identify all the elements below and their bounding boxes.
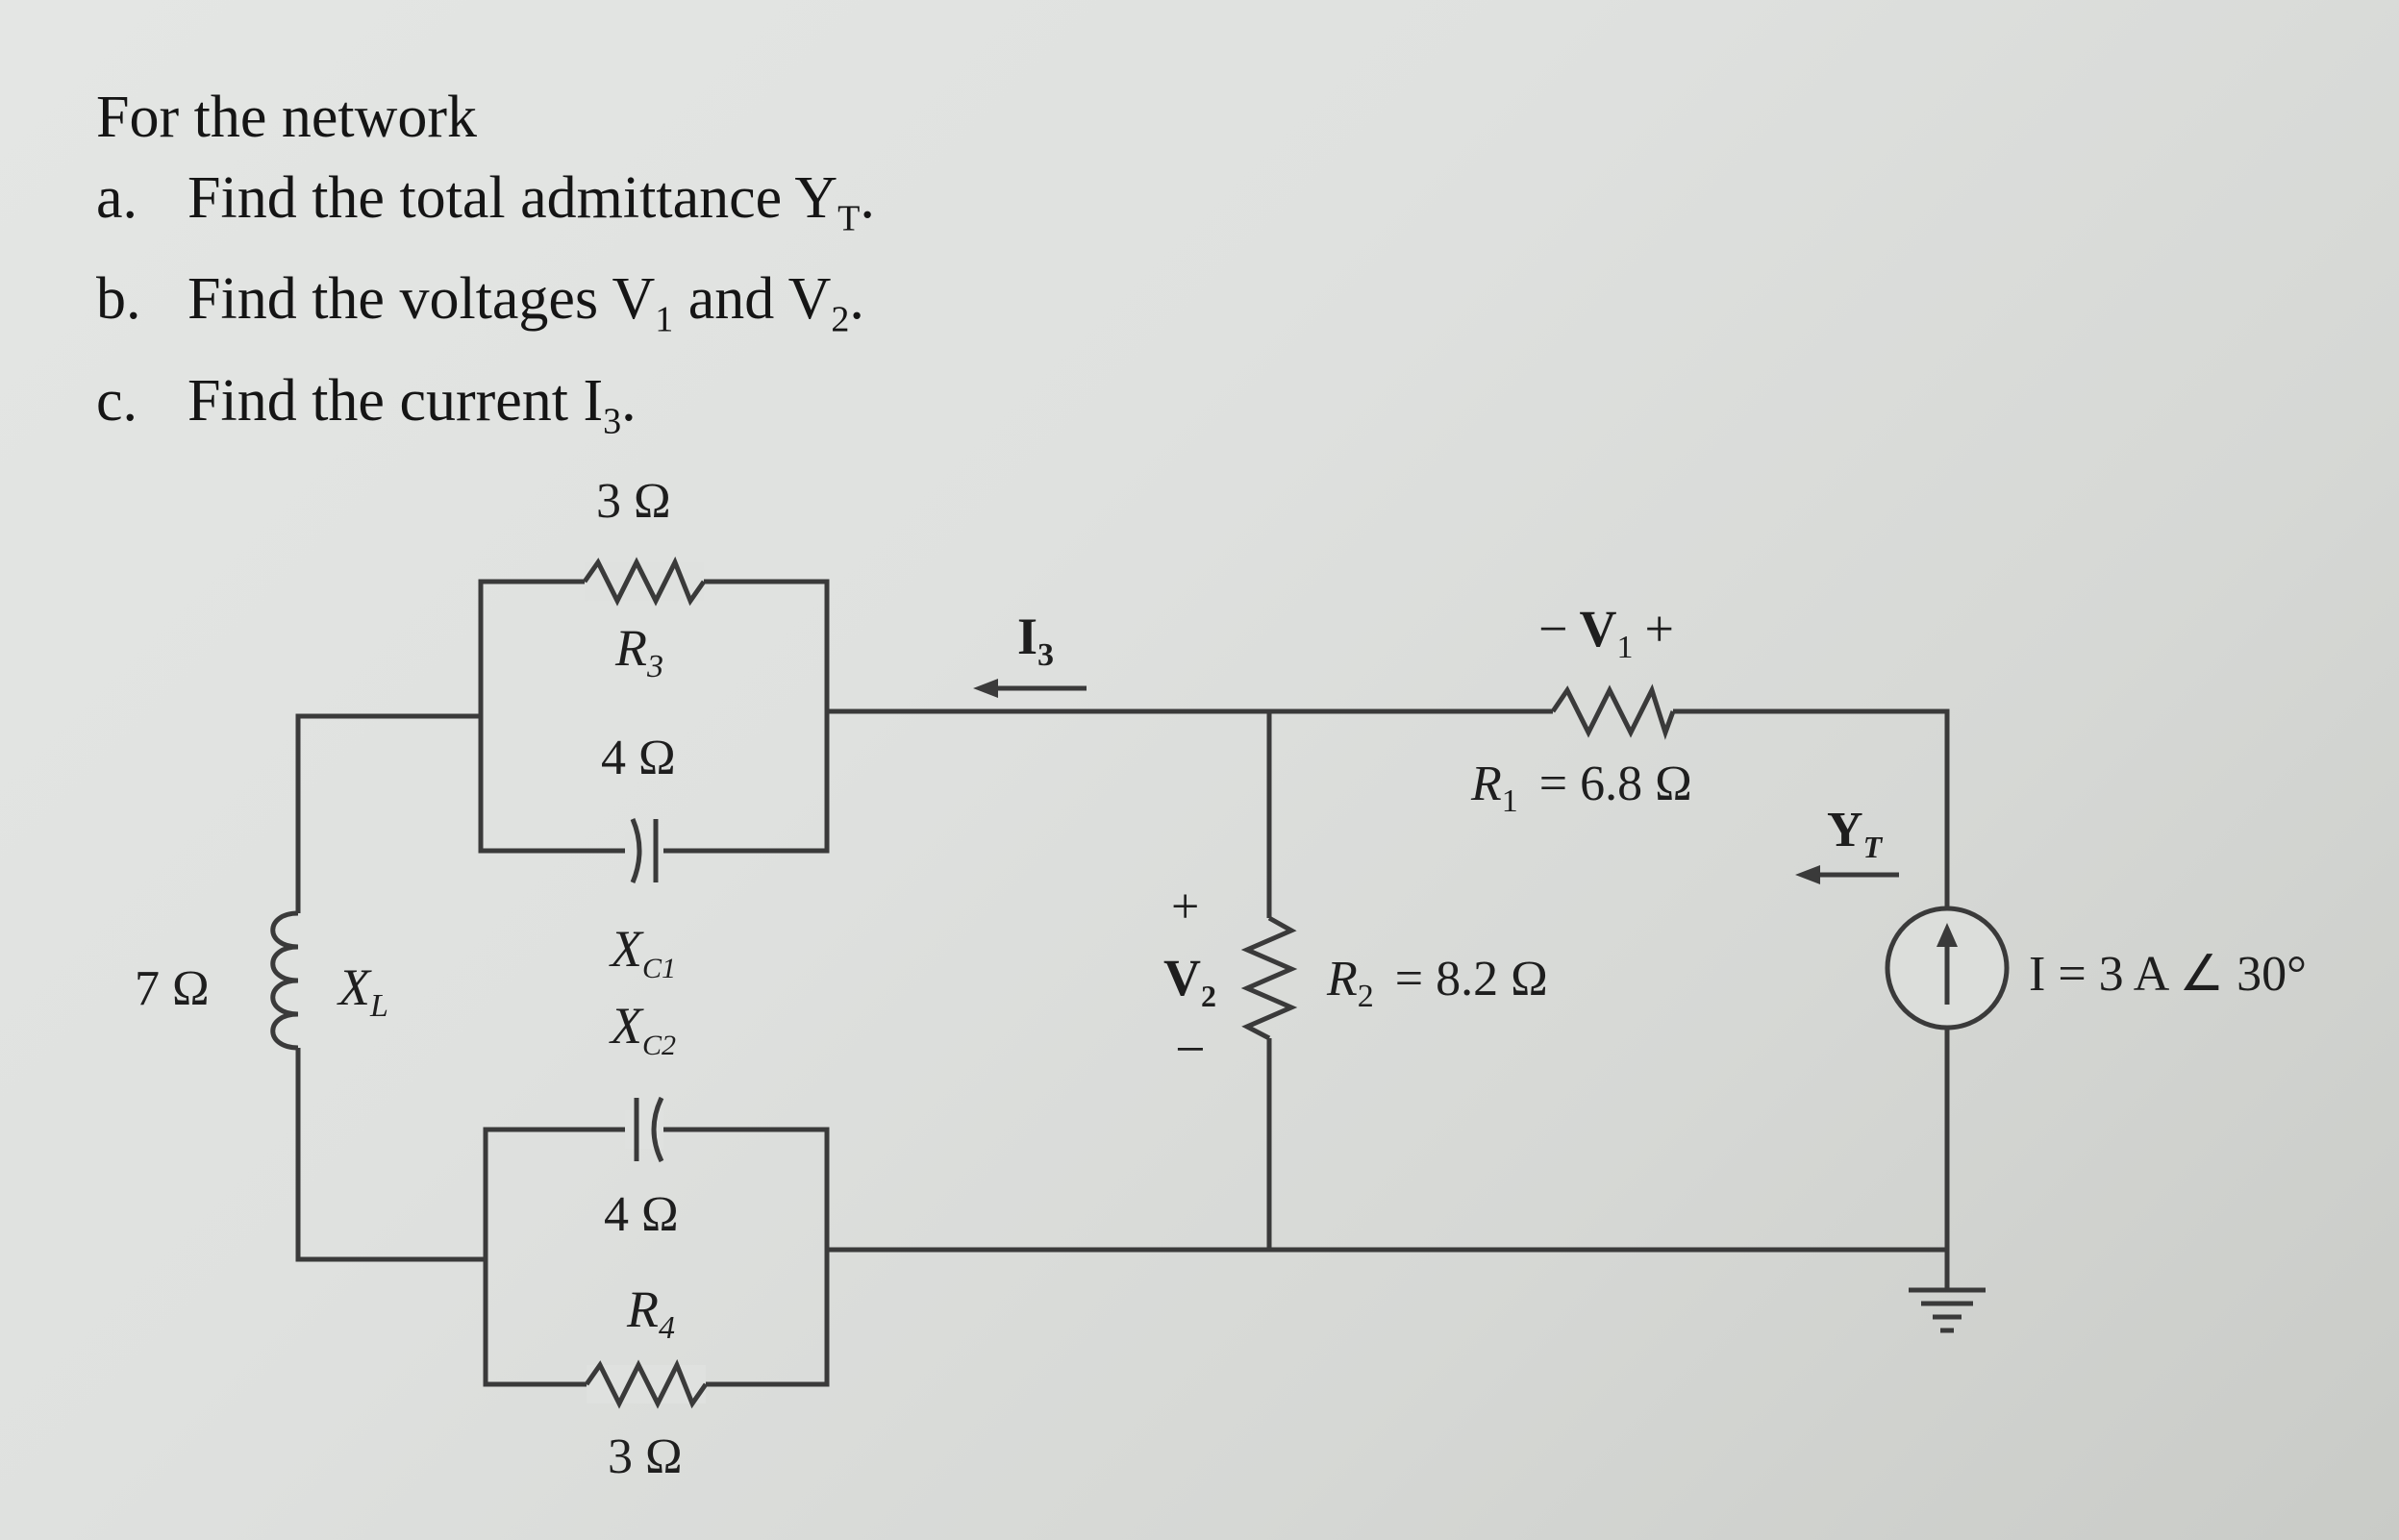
item-tail: . xyxy=(849,266,864,333)
item-subscript: T xyxy=(837,198,861,239)
item-letter: a. xyxy=(96,165,138,231)
yt-label: YT xyxy=(1827,803,1884,864)
problem-intro: For the network xyxy=(96,85,478,150)
item-subscript: 1 xyxy=(655,299,674,340)
item-subscript-2: 2 xyxy=(831,299,850,340)
inductor-symbol xyxy=(270,910,299,1051)
item-text: Find the current I xyxy=(187,367,604,434)
r4-value-label: 3 Ω xyxy=(608,1429,683,1484)
circuit-wires xyxy=(295,708,1950,1288)
xc1-capacitor-symbol xyxy=(630,818,659,883)
item-text: Find the total admittance Y xyxy=(187,165,838,231)
problem-statement: For the network a. Find the total admitta… xyxy=(96,77,1250,461)
yt-arrow-icon xyxy=(1795,865,1899,884)
item-tail: . xyxy=(621,367,637,434)
xc2-name-label: XC2 xyxy=(609,997,676,1061)
r4-resistor-symbol xyxy=(584,1358,709,1409)
r2-label: R2= 8.2 Ω xyxy=(1326,952,1548,1014)
r1-label: R1= 6.8 Ω xyxy=(1470,757,1692,819)
item-mid: and V xyxy=(673,266,832,333)
v2-minus-label: − xyxy=(1175,1020,1206,1080)
ground-symbol xyxy=(1909,1287,1986,1333)
problem-item-a: a. Find the total admittance YT. xyxy=(96,158,1250,259)
item-subscript: 3 xyxy=(603,401,622,442)
v2-plus-label: + xyxy=(1171,880,1199,934)
r3-value-label: 3 Ω xyxy=(596,474,671,529)
item-letter: c. xyxy=(96,367,138,434)
problem-item-c: c. Find the current I3. xyxy=(96,360,1250,461)
v2-label: V2 xyxy=(1163,949,1216,1013)
r4-name-label: R4 xyxy=(626,1280,675,1346)
item-text: Find the voltages V xyxy=(187,266,656,333)
r1-resistor-symbol xyxy=(1550,683,1676,740)
r2-resistor-symbol xyxy=(1240,915,1298,1041)
xl-value-label: 7 Ω xyxy=(135,961,210,1016)
xc1-value-label: 4 Ω xyxy=(601,731,676,785)
upper-parallel-box xyxy=(478,556,830,883)
item-letter: b. xyxy=(96,266,141,333)
problem-item-b: b. Find the voltages V1 and V2. xyxy=(96,259,1250,360)
i3-arrow-icon xyxy=(973,679,1087,698)
source-label: I = 3 A ∠ 30° xyxy=(2029,947,2307,1002)
current-source-symbol xyxy=(1885,906,2010,1031)
r3-name-label: R3 xyxy=(614,619,663,684)
r3-resistor-symbol xyxy=(582,556,707,607)
xl-name-label: XL xyxy=(337,958,388,1024)
xc2-value-label: 4 Ω xyxy=(604,1187,679,1242)
v1-label: −V1+ xyxy=(1538,600,1674,665)
xc2-capacitor-symbol xyxy=(634,1096,664,1163)
i3-label: I3 xyxy=(1017,608,1054,673)
xc1-name-label: XC1 xyxy=(609,920,676,984)
lower-parallel-box xyxy=(483,1096,830,1409)
item-tail: . xyxy=(860,165,875,231)
